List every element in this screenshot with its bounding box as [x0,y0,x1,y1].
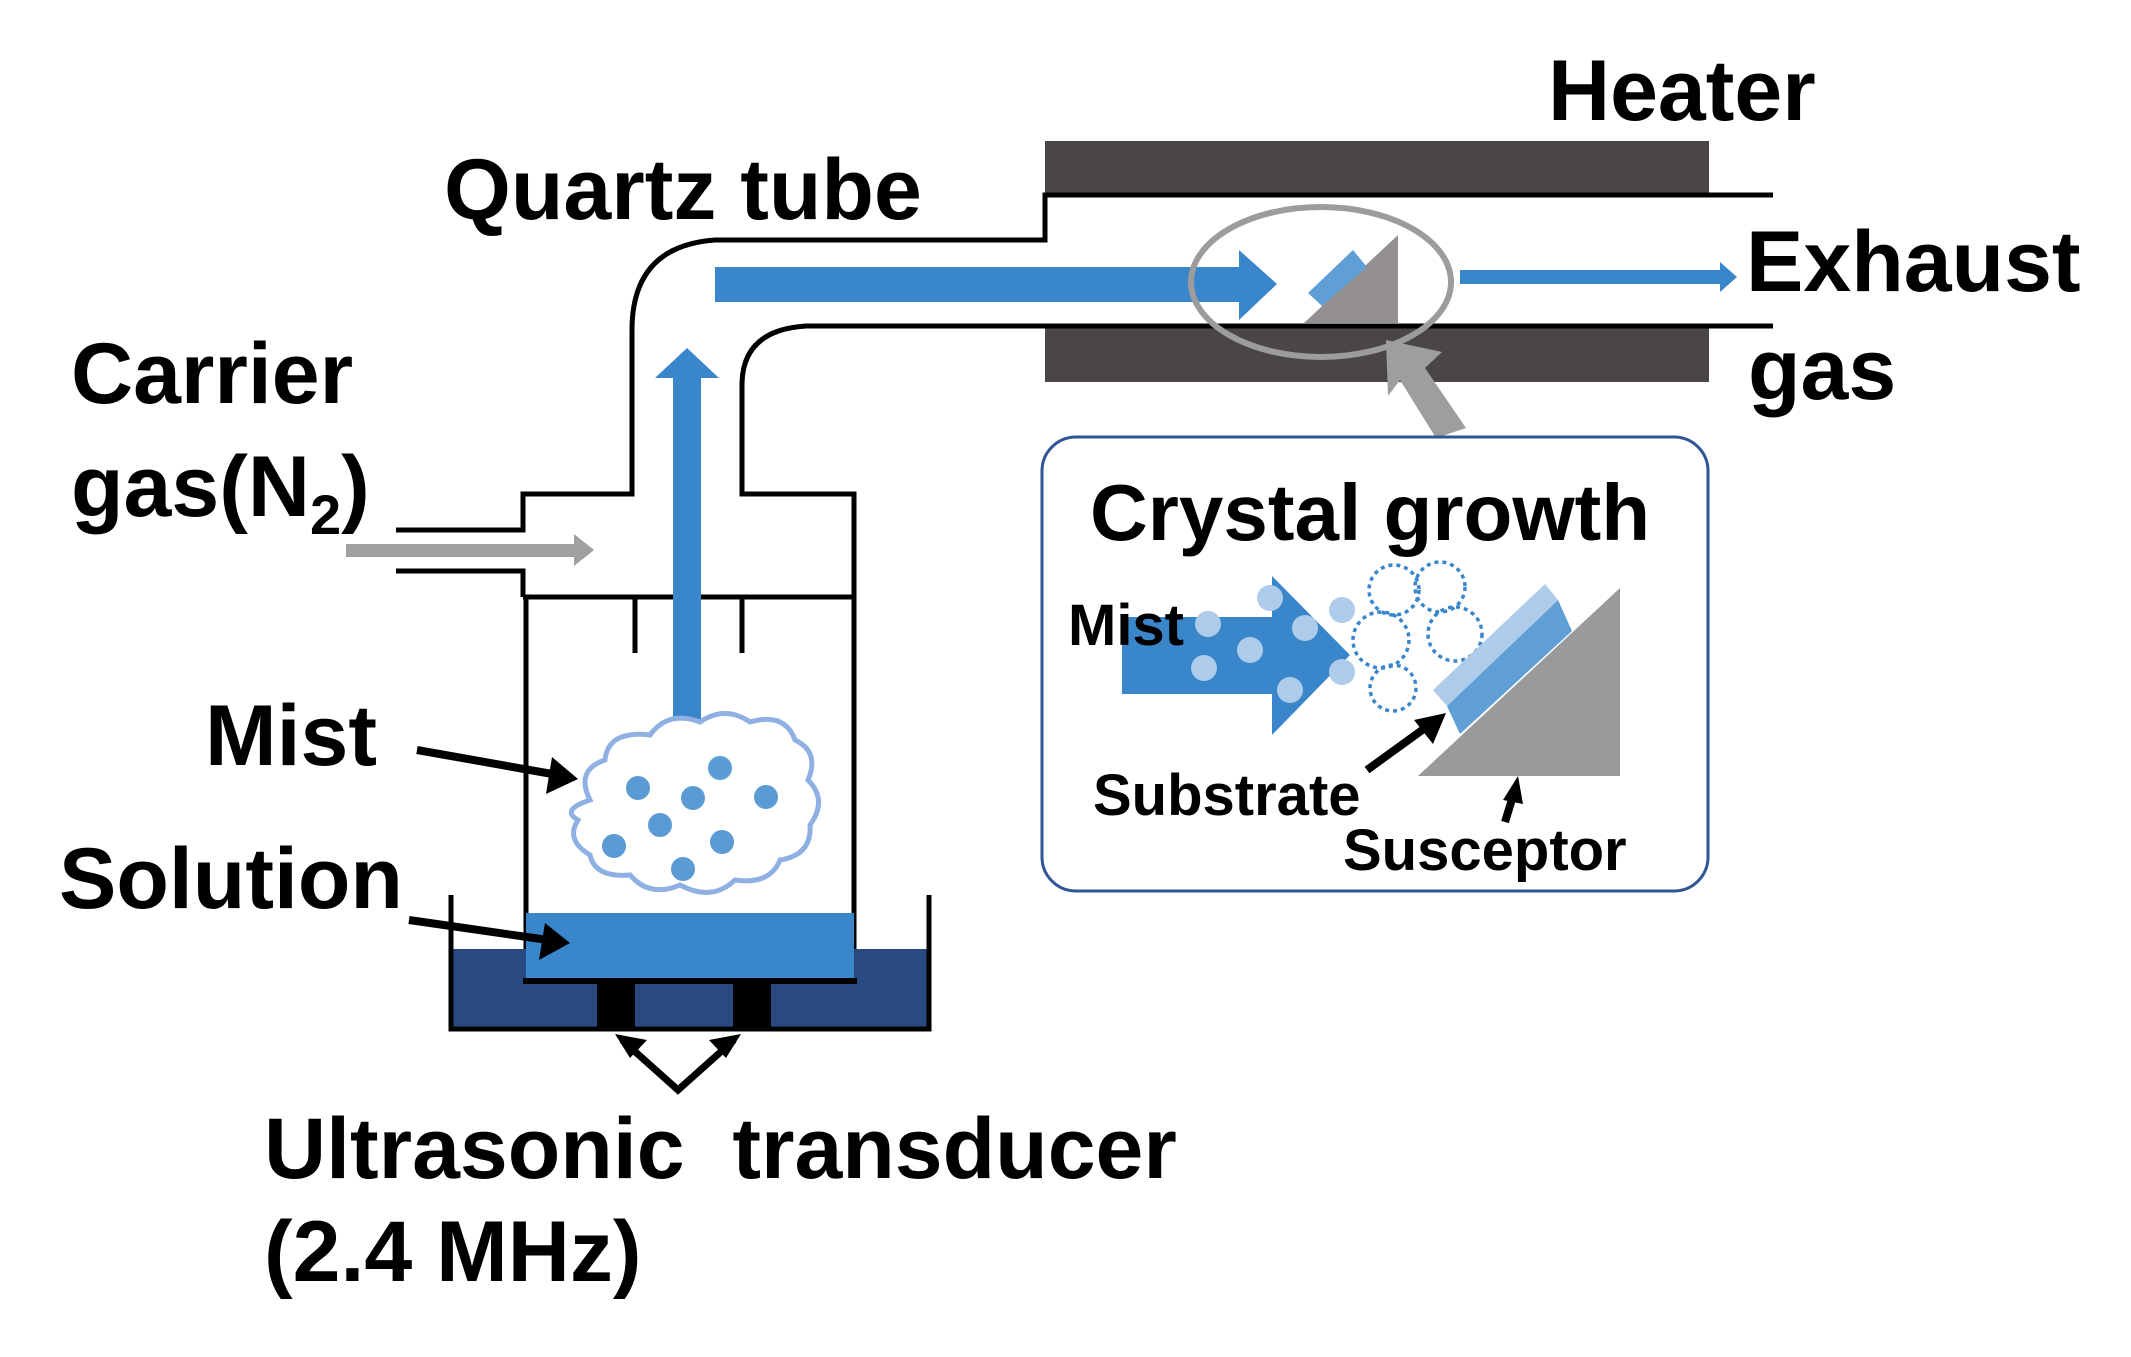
carrier-gas-label-suffix: ) [341,439,370,535]
growth-zone-highlight [1188,204,1454,360]
mist-flow-up-shaft [673,377,701,735]
solution-liquid [526,913,854,979]
transducer-arrows [619,1037,737,1095]
mist-pointer-head [546,757,578,794]
exhaust-gas-label-line2: gas [1748,322,1896,418]
quartz-tube-label: Quartz tube [444,142,922,238]
inset-substrate-label: Substrate [1093,763,1361,828]
exhaust-gas-label-line1: Exhaust [1746,214,2081,310]
callout-arrow [1386,340,1466,438]
substrate-pointer-line [1364,724,1428,774]
solution-pointer-head [539,923,570,960]
carrier-gas-arrowhead [574,534,594,566]
water-bath-walls [448,895,932,1032]
tube-substrate [1308,250,1367,306]
transducer-arrowhead-left [615,1034,647,1058]
transducer-left [597,981,635,1029]
transducer-label-line1: Ultrasonic transducer [264,1101,1177,1197]
carrier-gas-arrow-shaft [346,544,574,557]
inset-film-layer [1433,584,1558,706]
inlet-lower-wall [396,568,526,597]
inset-susceptor [1418,588,1620,776]
heater-top-block [1045,141,1709,194]
heater-label: Heater [1548,43,1816,139]
carrier-gas-label-line1: Carrier [71,326,353,422]
quartz-tube-inner-wall [739,323,1773,597]
transducer-label-line2: (2.4 MHz) [264,1204,641,1300]
inset-mist-droplets [1191,585,1355,703]
transducer-right [733,981,771,1029]
exhaust-arrowhead [1720,262,1737,292]
carrier-gas-label-subscript: 2 [310,483,341,546]
transducer-arrowhead-right [709,1034,741,1058]
inset-mist-label: Mist [1068,593,1184,658]
exhaust-arrow-shaft [1460,270,1722,284]
quartz-tube-outer-wall [396,192,1773,533]
carrier-gas-label-line2: gas(N2) [71,439,370,546]
solution-pointer-line [408,916,549,944]
mist-label: Mist [205,688,377,784]
inset-susceptor-label: Susceptor [1343,818,1627,883]
substrate-pointer-head [1414,713,1446,744]
inset-title: Crystal growth [1090,468,1650,557]
mist-droplets [602,756,778,881]
heater-bottom-block [1045,328,1709,382]
solution-label: Solution [59,831,403,927]
mist-flow-horizontal-arrowhead [1239,250,1277,320]
crystal-growth-inset [1040,435,1710,893]
mist-flow-horizontal-shaft [715,267,1239,302]
inset-vapor-bubbles [1351,560,1484,713]
mist-pointer-line [416,746,559,779]
susceptor-pointer-head [1503,776,1523,804]
mist-flow-up-arrowhead [655,348,719,378]
quartz-tube [396,192,1773,597]
inset-substrate [1447,600,1572,734]
carrier-gas-label-prefix: gas(N [71,439,310,535]
